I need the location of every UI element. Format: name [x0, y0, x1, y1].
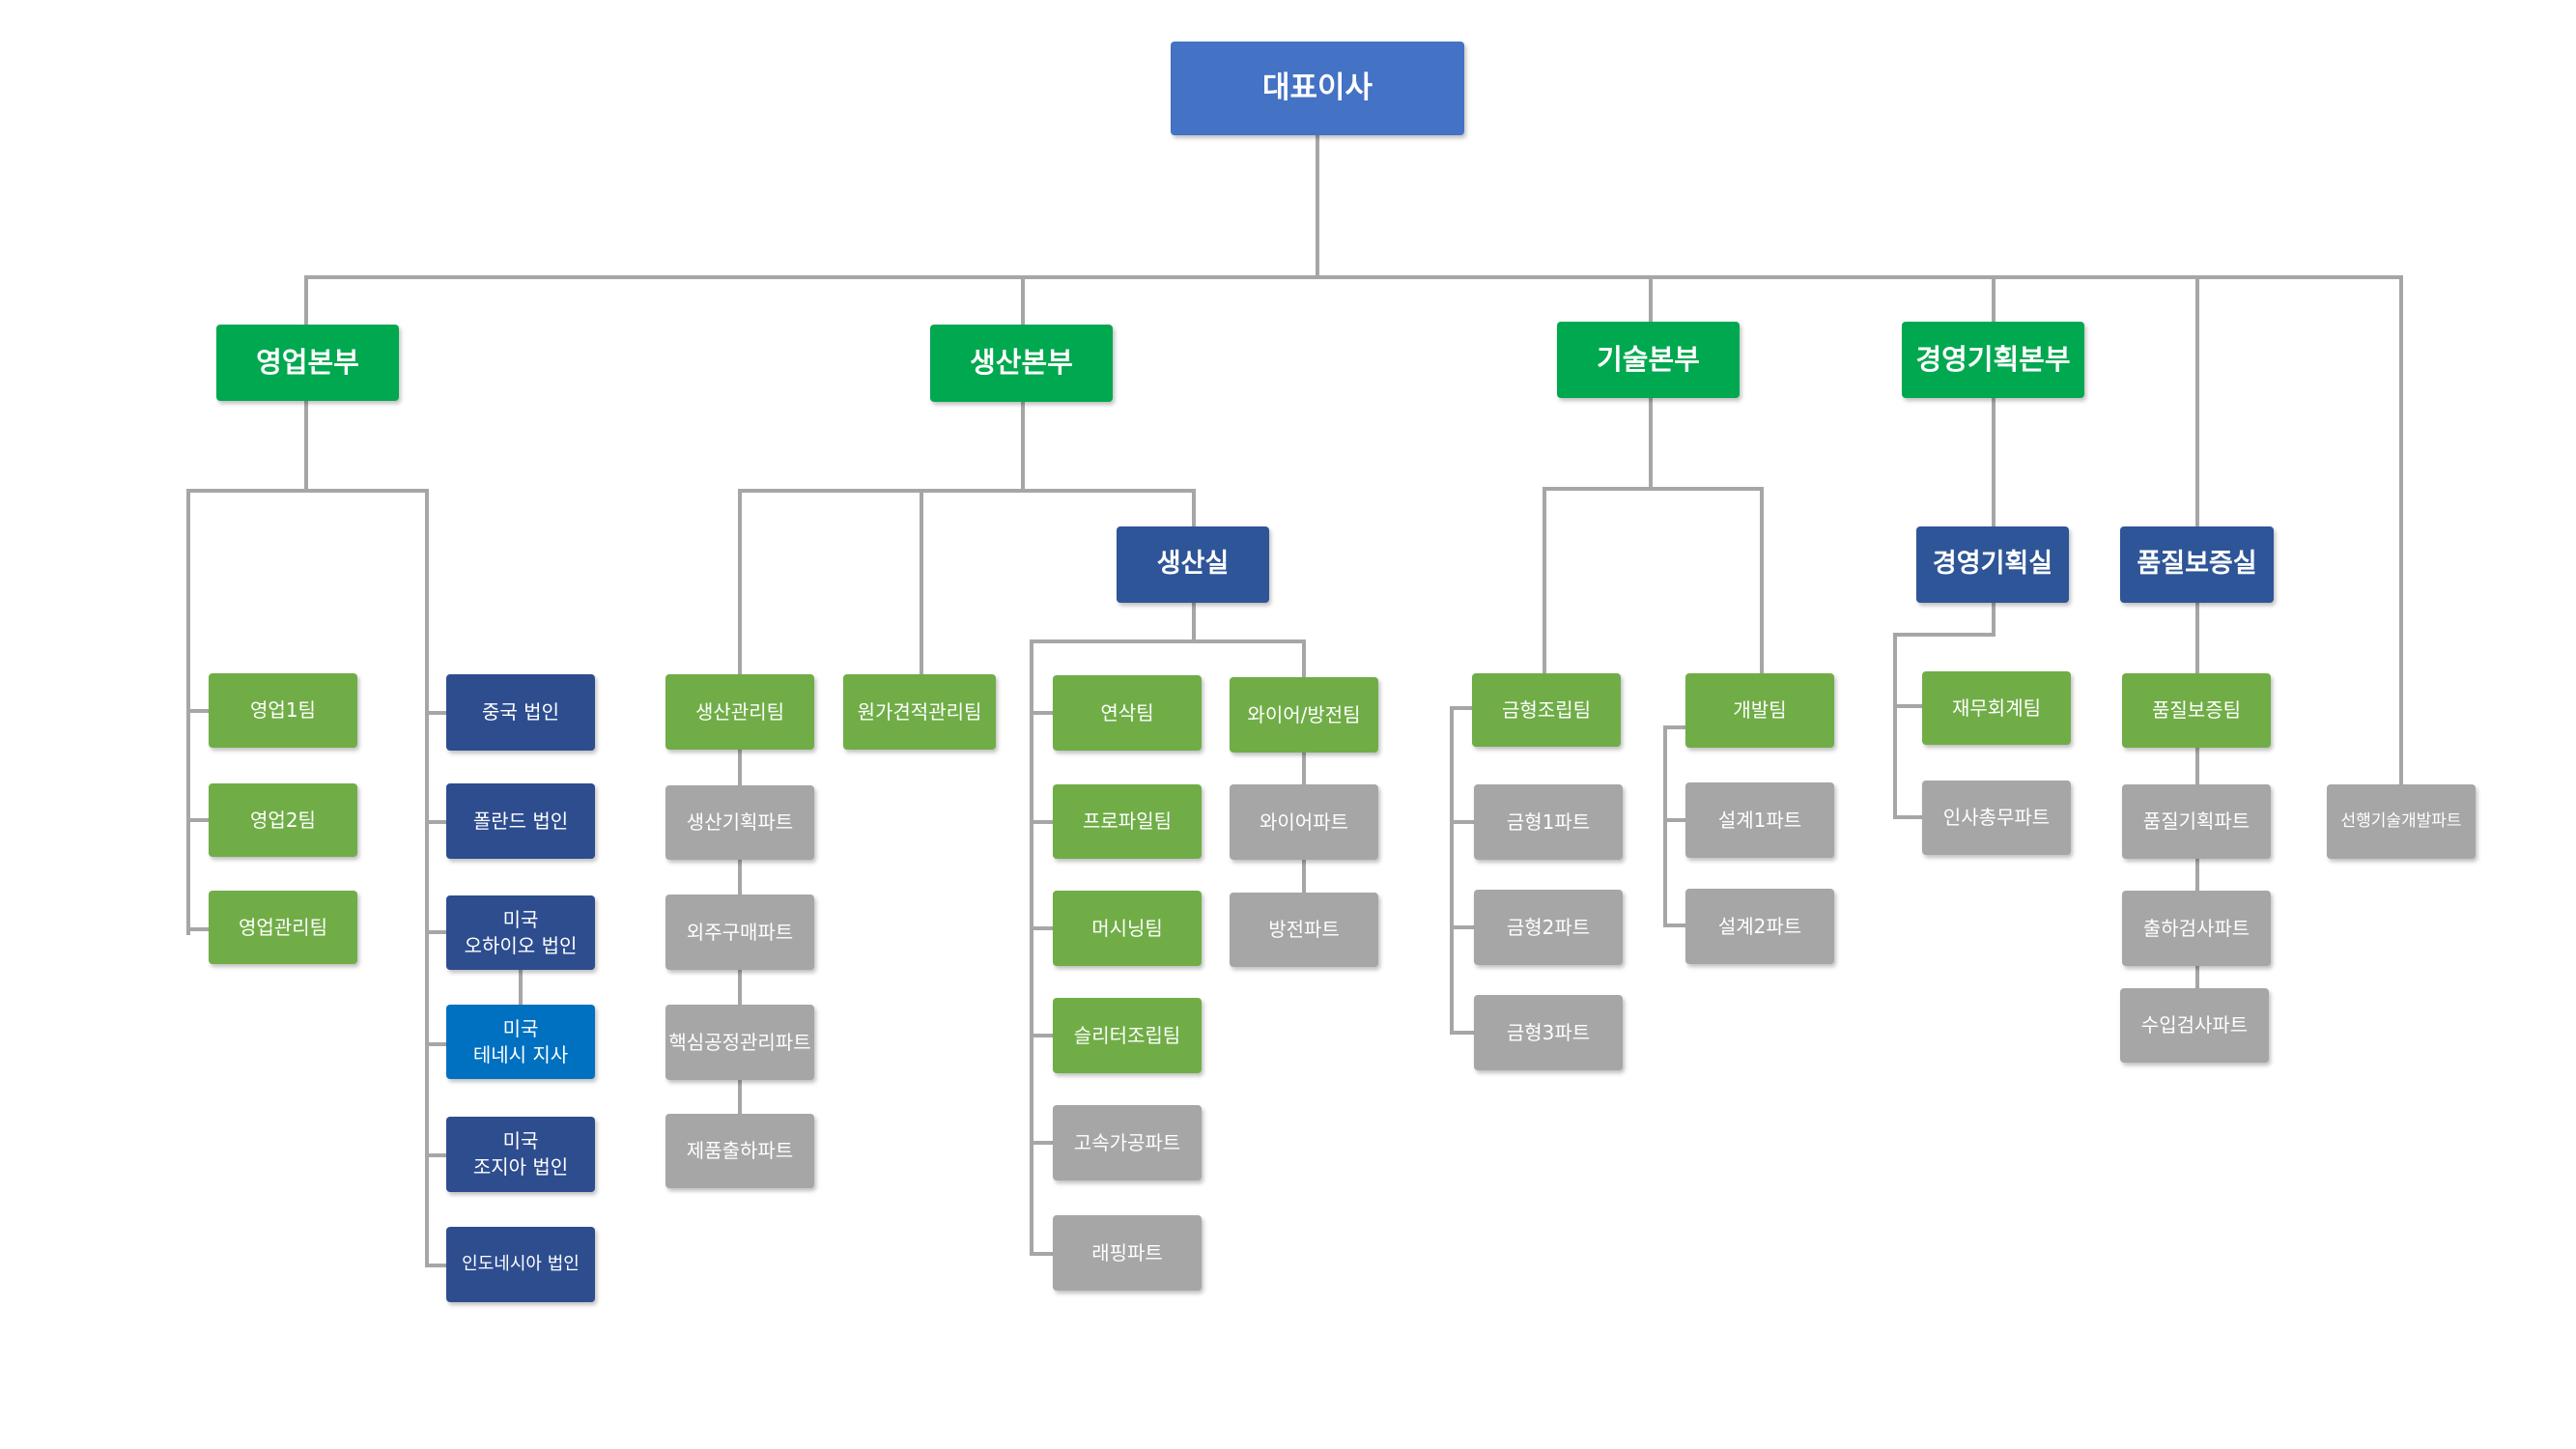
advanced-tech-development-part: 선행기술개발파트 [2327, 784, 2476, 859]
quality-assurance-room: 품질보증실 [2120, 526, 2274, 603]
mold-part-3: 금형3파트 [1474, 995, 1623, 1070]
corp-usa-ohio: 미국 오하이오 법인 [446, 895, 595, 970]
division-production: 생산본부 [930, 325, 1113, 402]
ceo-box: 대표이사 [1171, 42, 1464, 135]
slitter-assembly-team: 슬리터조립팀 [1053, 998, 1202, 1073]
production-planning-part: 생산기획파트 [665, 785, 814, 860]
design-part-1: 설계1파트 [1685, 782, 1834, 858]
corp-poland: 폴란드 법인 [446, 783, 595, 859]
hr-general-affairs-part: 인사총무파트 [1922, 781, 2071, 855]
corp-china: 중국 법인 [446, 674, 595, 751]
corp-indonesia: 인도네시아 법인 [446, 1227, 595, 1302]
division-sales: 영업본부 [216, 325, 399, 401]
production-management-team: 생산관리팀 [665, 674, 814, 750]
edm-part: 방전파트 [1230, 893, 1378, 967]
outsourcing-purchase-part: 외주구매파트 [665, 895, 814, 970]
incoming-inspection-part: 수입검사파트 [2120, 988, 2269, 1063]
design-part-2: 설계2파트 [1685, 889, 1834, 964]
mold-assembly-team: 금형조립팀 [1472, 673, 1621, 747]
production-room: 생산실 [1117, 526, 1269, 603]
development-team: 개발팀 [1685, 673, 1834, 748]
machining-team: 머시닝팀 [1053, 891, 1202, 966]
high-speed-machining-part: 고속가공파트 [1053, 1105, 1202, 1180]
finance-accounting-team: 재무회계팀 [1922, 671, 2071, 745]
lapping-part: 래핑파트 [1053, 1215, 1202, 1291]
grinding-team: 연삭팀 [1053, 675, 1202, 751]
wire-part: 와이어파트 [1230, 784, 1378, 860]
sales-team-1: 영업1팀 [209, 673, 357, 748]
division-tech: 기술본부 [1557, 322, 1740, 398]
cost-estimate-team: 원가견적관리팀 [843, 674, 996, 750]
division-planning: 경영기획본부 [1902, 322, 2084, 398]
product-shipping-part: 제품출하파트 [665, 1114, 814, 1188]
profile-team: 프로파일팀 [1053, 784, 1202, 859]
corp-usa-georgia: 미국 조지아 법인 [446, 1117, 595, 1192]
mold-part-1: 금형1파트 [1474, 784, 1623, 860]
sales-team-2: 영업2팀 [209, 783, 357, 857]
wire-edm-team: 와이어/방전팀 [1230, 677, 1378, 753]
quality-assurance-team: 품질보증팀 [2122, 673, 2271, 748]
management-planning-room: 경영기획실 [1916, 526, 2069, 603]
shipping-inspection-part: 출하검사파트 [2122, 891, 2271, 966]
mold-part-2: 금형2파트 [1474, 890, 1623, 965]
branch-usa-tennessee: 미국 테네시 지사 [446, 1005, 595, 1079]
quality-planning-part: 품질기획파트 [2122, 784, 2271, 859]
sales-management-team: 영업관리팀 [209, 891, 357, 964]
core-process-part: 핵심공정관리파트 [665, 1005, 814, 1080]
